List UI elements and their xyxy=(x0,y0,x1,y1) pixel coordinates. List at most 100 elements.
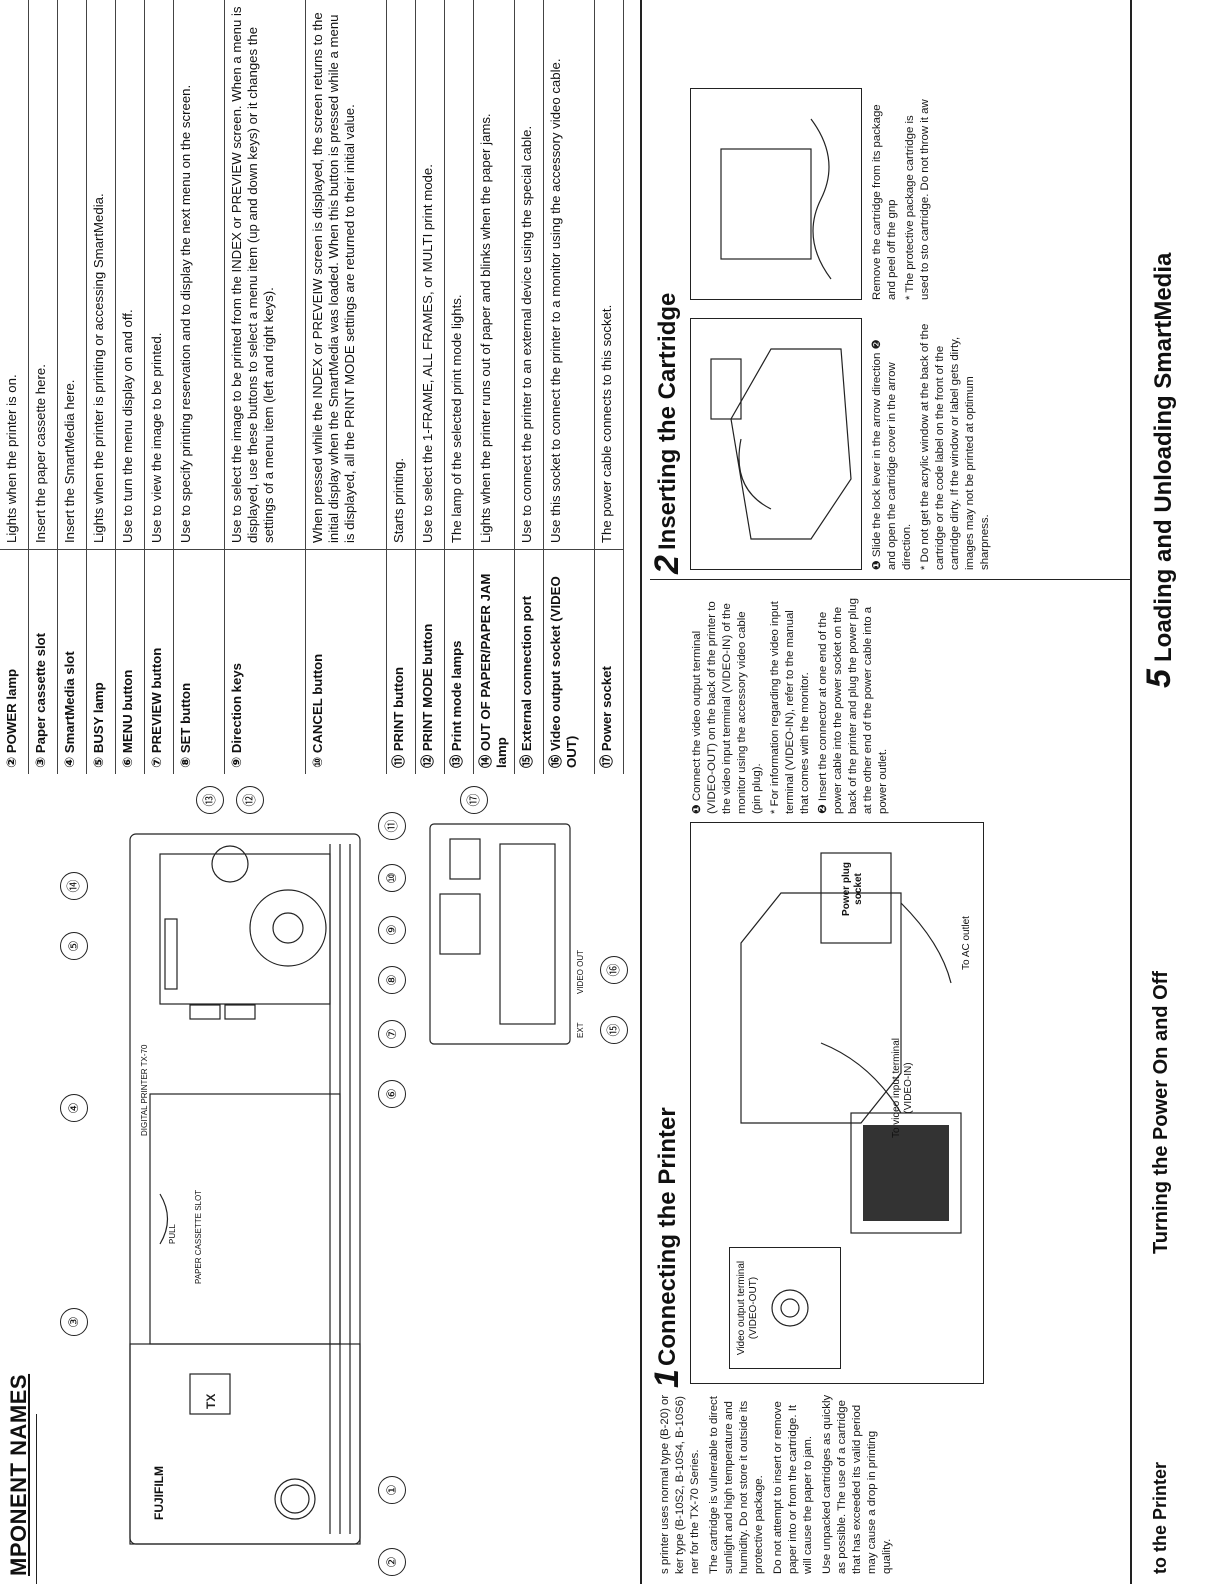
callout-3: ③ xyxy=(60,1308,88,1336)
callout-14: ⑭ xyxy=(60,872,88,900)
callout-5: ⑤ xyxy=(60,932,88,960)
section2-step1: Slide the lock lever in the arrow direct… xyxy=(871,339,913,570)
section2-title: Inserting the Cartridge xyxy=(654,292,681,550)
component-label: SmartMedia slot xyxy=(62,651,77,754)
cartridge-unpack-diagram xyxy=(690,88,862,300)
component-description: Use to select the image to be printed fr… xyxy=(224,0,306,550)
component-description: Insert the paper cassette here. xyxy=(28,0,58,550)
section1-number: 1 xyxy=(648,1369,686,1388)
component-description: Insert the SmartMedia here. xyxy=(57,0,87,550)
section1-step2: Insert the connector at one end of the p… xyxy=(817,598,889,814)
component-name: ⑫ PRINT MODE button xyxy=(415,549,445,774)
component-name: ⑥ MENU button xyxy=(115,549,145,774)
cartridge-intro: s printer uses normal type (B-20) or ker… xyxy=(658,1394,895,1574)
callout-8: ⑧ xyxy=(378,966,406,994)
footer-power-heading: Turning the Power On and Off xyxy=(1150,971,1172,1254)
component-row: ⑤ BUSY lamp Lights when the printer is pr… xyxy=(86,0,116,774)
section-divider xyxy=(640,0,642,1584)
component-number: ⑥ xyxy=(120,756,135,768)
video-socket-drawing xyxy=(771,1289,809,1327)
callout-1: ① xyxy=(378,1476,406,1504)
cartridge-diagram xyxy=(690,318,862,570)
component-description: Use to connect the printer to an externa… xyxy=(514,0,544,550)
component-name: ④ SmartMedia slot xyxy=(57,549,87,774)
component-description: Lights when the printer is printing or a… xyxy=(86,0,116,550)
component-name: ⑬ Print mode lamps xyxy=(444,549,474,774)
component-name: ⑦ PREVIEW button xyxy=(144,549,174,774)
component-label: PRINT MODE button xyxy=(420,623,435,752)
component-name: ⑨ Direction keys xyxy=(224,549,306,774)
component-number: ② xyxy=(4,756,19,768)
component-number: ③ xyxy=(33,756,48,768)
component-name: ② POWER lamp xyxy=(0,549,29,774)
model-label: DIGITAL PRINTER TX-70 xyxy=(140,1044,149,1136)
callout-6: ⑥ xyxy=(378,1080,406,1108)
callout-2: ② xyxy=(378,1548,406,1576)
brand-label: FUJIFILM xyxy=(152,1466,166,1520)
column-divider xyxy=(650,579,1130,580)
component-label: External connection port xyxy=(519,595,534,752)
component-label: Power socket xyxy=(599,666,614,752)
component-description: Use to select the 1-FRAME, ALL FRAMES, o… xyxy=(415,0,445,550)
component-number: ④ xyxy=(62,756,77,768)
unpack-note: The protective package cartridge is used… xyxy=(904,99,931,300)
component-label: BUSY lamp xyxy=(91,682,106,754)
section2-number: 2 xyxy=(648,555,686,574)
component-row: ⑯ Video output socket (VIDEO OUT)Use thi… xyxy=(543,0,595,774)
component-label: PRINT button xyxy=(391,666,406,752)
section2-note: Do not get the acrylic window at the bac… xyxy=(919,323,991,570)
component-label: Direction keys xyxy=(229,663,244,754)
component-description: Use to specify printing reservation and … xyxy=(173,0,225,550)
video-in-label: To video input terminal (VIDEO-IN) xyxy=(891,1037,914,1139)
intro-p1: s printer uses normal type (B-20) or ker… xyxy=(659,1394,701,1574)
intro-p4: Use unpacked cartridges as quickly as po… xyxy=(821,1394,893,1574)
callout-11: ⑪ xyxy=(378,812,406,840)
component-name: ⑮ External connection port xyxy=(514,549,544,774)
section1-note: For information regarding the video inpu… xyxy=(769,601,811,814)
ext-label: EXT xyxy=(576,1022,585,1038)
section1-step1: Connect the video output terminal (VIDEO… xyxy=(691,601,763,814)
hand-with-package-drawing xyxy=(720,118,832,280)
video-out-label: VIDEO OUT xyxy=(576,949,585,994)
component-number: ⑪ xyxy=(391,754,406,768)
component-number: ⑨ xyxy=(229,756,244,768)
svg-text:TX: TX xyxy=(204,1394,218,1409)
component-label: CANCEL button xyxy=(310,653,325,754)
video-out-inset: Video output terminal (VIDEO-OUT) xyxy=(729,1247,841,1369)
component-number: ⑮ xyxy=(519,754,534,768)
component-label: PREVIEW button xyxy=(149,647,164,754)
section1-steps: ❶ Connect the video output terminal (VID… xyxy=(691,598,889,814)
component-description: Use to turn the menu display on and off. xyxy=(115,0,145,550)
component-number: ⑤ xyxy=(91,756,106,768)
pull-label: PULL xyxy=(168,1223,177,1244)
component-number: ⑩ xyxy=(310,756,325,768)
component-number: ⑰ xyxy=(599,754,614,768)
component-number: ⑦ xyxy=(149,756,164,768)
component-number: ⑯ xyxy=(548,754,563,768)
callout-9: ⑨ xyxy=(378,916,406,944)
component-name: ⑯ Video output socket (VIDEO OUT) xyxy=(543,549,595,774)
component-name: ⑰ Power socket xyxy=(594,549,624,774)
ac-outlet-label: To AC outlet xyxy=(961,916,972,970)
cassette-slot-label: PAPER CASSETTE SLOT xyxy=(194,1189,203,1284)
callout-7: ⑦ xyxy=(378,1020,406,1048)
component-description: The power cable connects to this socket. xyxy=(594,0,624,550)
footer-divider xyxy=(1130,0,1132,1584)
intro-p2: The cartridge is vulnerable to direct su… xyxy=(708,1396,765,1574)
callout-13: ⑬ xyxy=(196,786,224,814)
unpack-text: Remove the cartridge from its package an… xyxy=(871,104,898,300)
component-label: POWER lamp xyxy=(4,668,19,754)
component-description: Lights when the printer is on. xyxy=(0,0,29,550)
